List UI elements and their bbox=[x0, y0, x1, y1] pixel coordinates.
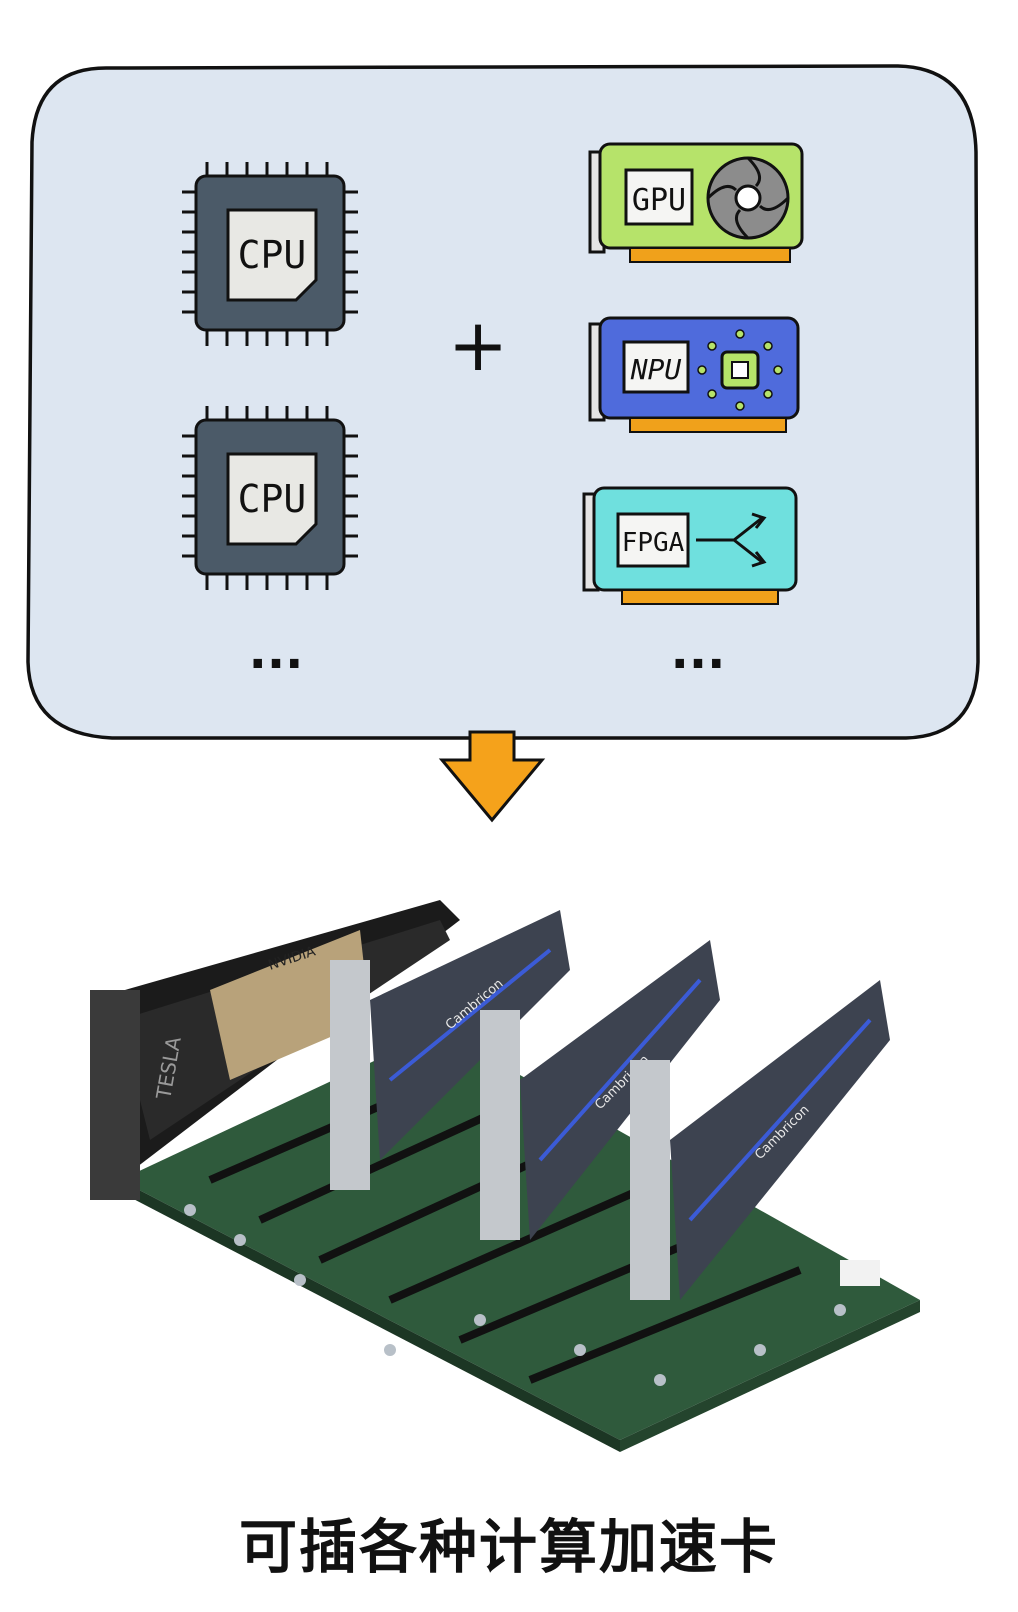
left-ellipsis: ... bbox=[249, 624, 304, 680]
npu-label: NPU bbox=[630, 353, 682, 386]
right-ellipsis: ... bbox=[671, 624, 726, 680]
cpu-chip-icon: CPU bbox=[182, 406, 358, 590]
accelerator-card: Cambricon bbox=[330, 910, 570, 1190]
plus-sign: + bbox=[448, 303, 508, 387]
accelerator-card: Cambricon bbox=[630, 980, 890, 1300]
gpu-label: GPU bbox=[632, 183, 686, 218]
fpga-label: FPGA bbox=[622, 528, 685, 558]
cpu-chip-icon: CPU bbox=[182, 162, 358, 346]
cpu-label: CPU bbox=[238, 233, 307, 277]
npu-card-icon: NPU bbox=[588, 316, 800, 433]
branch-arrow-icon bbox=[696, 512, 767, 568]
down-arrow-icon bbox=[438, 730, 546, 823]
fan-icon bbox=[706, 156, 790, 240]
fpga-card-icon: FPGA bbox=[582, 486, 798, 605]
concept-panel: CPU CPU ... + GPU NPU bbox=[26, 64, 980, 740]
caption: 可插各种计算加速卡 bbox=[238, 1513, 779, 1581]
cpu-label: CPU bbox=[238, 477, 307, 521]
pcie-backplane-photo: TESLA NVIDIA Cambricon Cambricon Cambric… bbox=[90, 900, 920, 1452]
neural-chip-icon bbox=[697, 329, 783, 411]
gpu-card-icon: GPU bbox=[588, 142, 804, 263]
